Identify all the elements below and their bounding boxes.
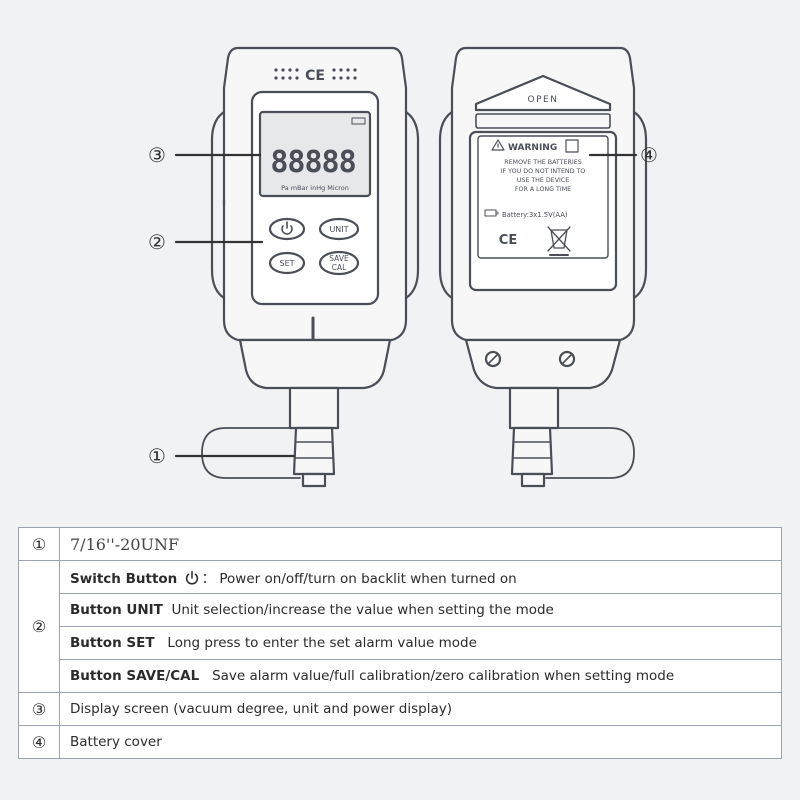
warning-line-1: REMOVE THE BATTERIES bbox=[504, 159, 581, 166]
warning-line-2: IF YOU DO NOT INTEND TO bbox=[501, 168, 586, 175]
battery-cover[interactable] bbox=[468, 130, 618, 292]
warning-line-3: USE THE DEVICE bbox=[517, 177, 570, 184]
table-row: ③ Display screen (vacuum degree, unit an… bbox=[18, 692, 782, 726]
front-right-grip bbox=[404, 110, 420, 300]
spec-table: ① 7/16''-20UNF ② Switch Button ： Power o… bbox=[18, 527, 782, 759]
unit-button-label: UNIT bbox=[329, 225, 348, 234]
button-function: Long press to enter the set alarm value … bbox=[167, 635, 477, 651]
row-number: ① bbox=[18, 527, 60, 561]
save-cal-label-line2: CAL bbox=[332, 263, 347, 272]
save-cal-button[interactable]: SAVE CAL bbox=[318, 250, 360, 276]
warning-title: WARNING bbox=[508, 143, 557, 153]
power-button[interactable] bbox=[268, 217, 306, 241]
front-connector-stem bbox=[288, 386, 340, 430]
battery-icon bbox=[484, 209, 499, 217]
switch-button-description: Switch Button ： Power on/off/turn on bac… bbox=[59, 560, 782, 594]
device-illustration: CE 88888 Pa mBar inHg Micron UNIT SET bbox=[148, 46, 658, 488]
front-vent-dots bbox=[274, 68, 357, 80]
front-ce-mark: CE bbox=[305, 68, 325, 84]
lcd-digits: 88888 bbox=[270, 145, 355, 180]
open-label: OPEN bbox=[528, 95, 559, 105]
power-icon bbox=[281, 225, 293, 235]
save-cal-label-line1: SAVE bbox=[329, 254, 349, 263]
button-name: Switch Button bbox=[70, 571, 178, 587]
row-number: ④ bbox=[18, 725, 60, 759]
back-lower-neck bbox=[464, 338, 622, 390]
set-button-description: Button SET Long press to enter the set a… bbox=[59, 626, 782, 660]
table-row: Button SAVE/CAL Save alarm value/full ca… bbox=[19, 659, 782, 693]
unit-button-description: Button UNIT Unit selection/increase the … bbox=[59, 593, 782, 627]
save-cal-button-description: Button SAVE/CAL Save alarm value/full ca… bbox=[59, 659, 782, 693]
open-slide-tab[interactable] bbox=[474, 74, 612, 112]
callout-number-1: ① bbox=[148, 444, 166, 468]
warning-line-4: FOR A LONG TIME bbox=[515, 186, 571, 193]
warning-triangle-icon bbox=[491, 139, 505, 151]
row-number: ③ bbox=[18, 692, 60, 726]
table-row: ② Switch Button ： Power on/off/turn on b… bbox=[18, 560, 782, 693]
callout-lines bbox=[174, 153, 638, 458]
button-name: Button SAVE/CAL bbox=[70, 668, 200, 684]
back-connector-stem bbox=[508, 386, 560, 430]
back-fitting bbox=[510, 426, 554, 476]
table-row: Button SET Long press to enter the set a… bbox=[19, 626, 782, 660]
weee-bin-icon bbox=[547, 226, 571, 256]
button-name: Button SET bbox=[70, 635, 155, 651]
back-protective-cap bbox=[545, 427, 635, 479]
button-function: Unit selection/increase the value when s… bbox=[171, 602, 554, 618]
table-row: ④ Battery cover bbox=[18, 725, 782, 759]
device-front-view: CE 88888 Pa mBar inHg Micron UNIT SET bbox=[201, 46, 420, 488]
unit-button[interactable]: UNIT bbox=[318, 217, 360, 241]
back-ce-mark: CE bbox=[499, 233, 517, 248]
button-name: Button UNIT bbox=[70, 602, 163, 618]
row-number: ② bbox=[18, 560, 60, 693]
device-back-view: OPEN WARNING REMOVE THE BATTERIES IF YOU… bbox=[438, 46, 648, 488]
lcd-unit-row: Pa mBar inHg Micron bbox=[281, 184, 349, 192]
battery-cover-description: Battery cover bbox=[59, 725, 782, 759]
set-button[interactable]: SET bbox=[268, 251, 306, 275]
back-screw-left bbox=[484, 350, 502, 368]
table-row: ① 7/16''-20UNF bbox=[18, 527, 782, 561]
set-button-label: SET bbox=[279, 259, 294, 268]
back-screw-right bbox=[558, 350, 576, 368]
front-lower-neck bbox=[238, 338, 392, 390]
power-icon bbox=[185, 570, 198, 585]
display-description: Display screen (vacuum degree, unit and … bbox=[59, 692, 782, 726]
battery-cover-label bbox=[477, 135, 609, 259]
manual-icon bbox=[565, 139, 579, 153]
fitting-spec: 7/16''-20UNF bbox=[59, 527, 782, 561]
battery-spec: Battery:3x1.5V(AA) bbox=[502, 211, 568, 219]
callout-number-4: ④ bbox=[640, 143, 658, 167]
front-protective-cap bbox=[201, 427, 301, 479]
callout-number-2: ② bbox=[148, 230, 166, 254]
front-left-grip bbox=[210, 110, 226, 300]
button-function: Power on/off/turn on backlit when turned… bbox=[219, 571, 517, 587]
front-fitting bbox=[292, 426, 336, 476]
separator: ： bbox=[201, 571, 216, 587]
table-row: Button UNIT Unit selection/increase the … bbox=[19, 593, 782, 627]
callout-number-3: ③ bbox=[148, 143, 166, 167]
button-function: Save alarm value/full calibration/zero c… bbox=[212, 668, 675, 684]
